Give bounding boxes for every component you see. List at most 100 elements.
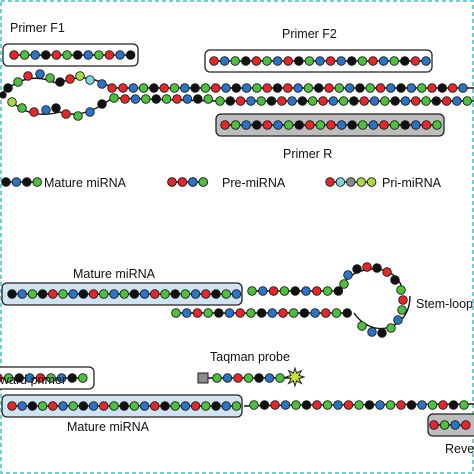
nucleotide-bead <box>431 96 442 106</box>
nucleotide-bead <box>272 56 283 66</box>
nucleotide-bead <box>358 120 368 130</box>
nucleotide-bead <box>51 103 61 113</box>
nucleotide-bead <box>94 50 104 60</box>
nucleotide-bead <box>85 75 95 85</box>
nucleotide-bead <box>249 400 259 410</box>
nucleotide-bead <box>7 289 17 299</box>
nucleotide-bead <box>188 177 198 187</box>
nucleotide-bead <box>171 308 181 318</box>
nucleotide-bead <box>347 120 357 130</box>
nucleotide-bead <box>169 83 180 93</box>
nucleotide-bead <box>48 289 58 299</box>
nucleotide-bead <box>19 50 30 60</box>
nucleotide-bead <box>429 420 439 430</box>
nucleotide-bead <box>357 321 367 331</box>
nucleotide-bead <box>172 94 182 104</box>
nucleotide-bead <box>252 120 262 130</box>
nucleotide-bead <box>230 56 240 66</box>
nucleotide-bead <box>417 400 427 410</box>
nucleotide-bead <box>230 120 241 130</box>
nucleotide-bead <box>421 56 431 66</box>
nucleotide-bead <box>225 96 236 106</box>
nucleotide-bead <box>273 120 283 130</box>
nucleotide-bead <box>325 56 336 66</box>
nucleotide-bead <box>283 120 294 130</box>
nucleotide-bead <box>192 308 203 318</box>
nucleotide-bead <box>35 69 45 79</box>
nucleotide-bead <box>241 56 251 66</box>
nucleotide-bead <box>299 308 310 318</box>
nucleotide-bead <box>241 120 251 130</box>
primer-r-label: Primer R <box>283 147 332 161</box>
nucleotide-bead <box>267 308 278 318</box>
nucleotide-bead <box>458 83 468 93</box>
nucleotide-bead <box>45 73 55 83</box>
nucleotide-bead <box>149 83 159 93</box>
nucleotide-bead <box>343 400 354 410</box>
nucleotide-bead <box>441 96 452 106</box>
nucleotide-bead <box>68 401 78 411</box>
nucleotide-bead <box>338 96 349 106</box>
nucleotide-bead <box>410 56 421 66</box>
nucleotide-bead <box>214 308 224 318</box>
nucleotide-bead <box>268 286 279 296</box>
nucleotide-bead <box>264 373 275 383</box>
nucleotide-bead <box>62 50 72 60</box>
nucleotide-bead <box>389 56 399 66</box>
nucleotide-bead <box>280 400 291 410</box>
nucleotide-bead <box>231 289 242 299</box>
nucleotide-bead <box>328 96 339 106</box>
nucleotide-bead <box>201 289 211 299</box>
nucleotide-bead <box>448 400 459 410</box>
nucleotide-bead <box>347 56 357 66</box>
nucleotide-bead <box>203 308 213 318</box>
nucleotide-bead <box>382 267 392 277</box>
nucleotide-bead <box>231 83 242 93</box>
nucleotide-bead <box>406 400 417 410</box>
nucleotide-bead <box>339 279 349 289</box>
nucleotide-bead <box>109 93 119 103</box>
nucleotide-bead <box>321 308 331 318</box>
nucleotide-bead <box>182 94 193 104</box>
nucleotide-bead <box>438 400 448 410</box>
nucleotide-bead <box>150 289 160 299</box>
nucleotide-bead <box>322 286 333 296</box>
nucleotide-bead <box>333 286 344 296</box>
nucleotide-bead <box>389 120 400 130</box>
nucleotide-bead <box>231 401 242 411</box>
nucleotide-bead <box>427 83 437 93</box>
nucleotide-bead <box>211 401 221 411</box>
nucleotide-bead <box>275 373 285 383</box>
nucleotide-bead <box>357 56 368 66</box>
nucleotide-bead <box>398 295 408 305</box>
nucleotide-bead <box>262 120 273 130</box>
nucleotide-bead <box>400 56 410 66</box>
nucleotide-bead <box>201 401 211 411</box>
nucleotide-bead <box>224 308 235 318</box>
nucleotide-bead <box>212 373 222 383</box>
taqman-probe-label: Taqman probe <box>210 350 290 364</box>
nucleotide-bead <box>161 94 172 104</box>
nucleotide-bead <box>290 286 300 296</box>
nucleotide-bead <box>266 96 277 106</box>
nucleotide-bead <box>99 289 109 299</box>
nucleotide-bead <box>310 308 320 318</box>
nucleotide-bead <box>221 83 231 93</box>
nucleotide-bead <box>139 401 150 411</box>
nucleotide-bead <box>304 56 315 66</box>
nucleotide-bead <box>390 275 400 285</box>
nucleotide-bead <box>393 315 403 325</box>
nucleotide-bead <box>129 289 140 299</box>
nucleotide-bead <box>324 83 334 93</box>
nucleotide-bead <box>130 94 141 104</box>
nucleotide-bead <box>369 96 380 106</box>
nucleotide-bead <box>119 401 129 411</box>
nucleotide-bead <box>293 83 303 93</box>
forward-primer-label: ward primer <box>0 373 66 387</box>
nucleotide-bead <box>356 177 366 187</box>
nucleotide-bead <box>190 401 201 411</box>
nucleotide-bead <box>377 328 387 338</box>
nucleotide-bead <box>220 120 230 130</box>
nucleotide-bead <box>193 94 203 104</box>
